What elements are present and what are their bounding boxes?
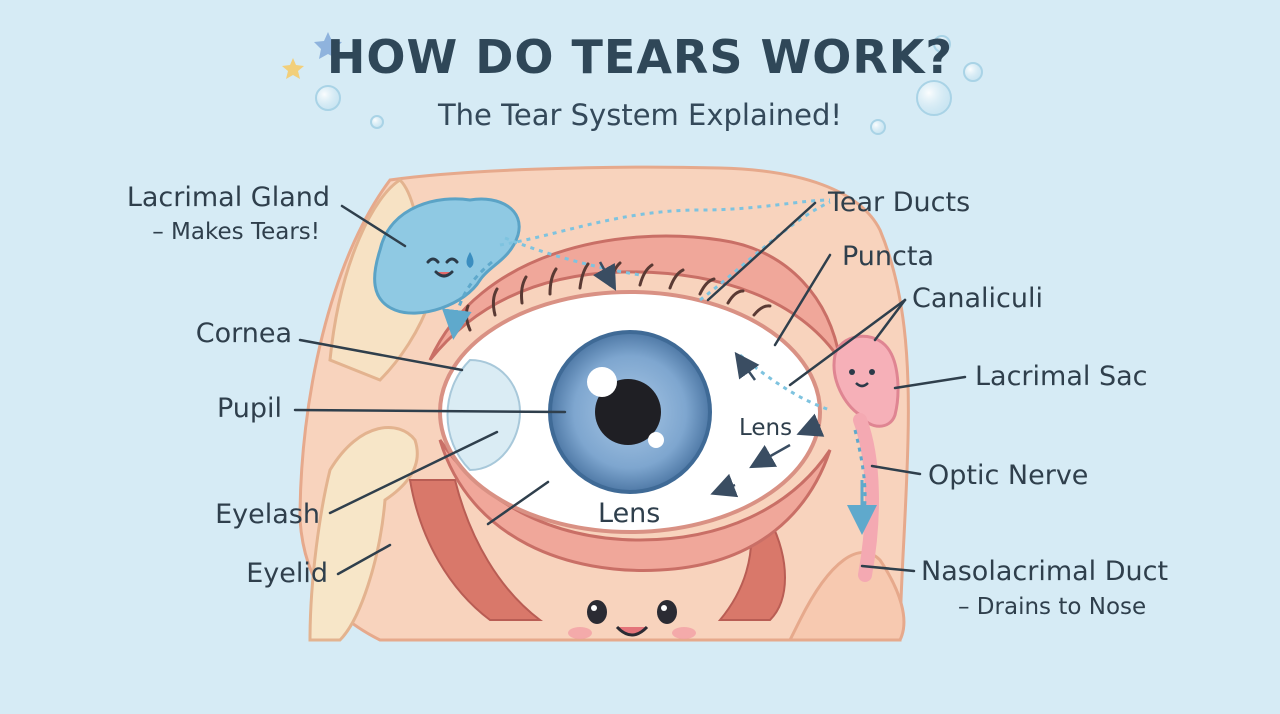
label-optic-nerve: Optic Nerve — [928, 460, 1088, 492]
label-nasolacrimal-duct-note: – Drains to Nose — [958, 591, 1146, 623]
label-lens-inner: Lens — [739, 412, 792, 444]
label-lacrimal-sac: Lacrimal Sac — [975, 361, 1148, 393]
label-lacrimal-gland: Lacrimal Gland — [100, 182, 330, 214]
eye-highlight — [648, 432, 664, 448]
page-title: HOW DO TEARS WORK? — [0, 30, 1280, 84]
label-tear-ducts: Tear Ducts — [828, 187, 970, 219]
label-cornea: Cornea — [150, 318, 292, 350]
label-eyelid: Eyelid — [150, 558, 328, 590]
label-eyelash: Eyelash — [150, 499, 320, 531]
label-canaliculi: Canaliculi — [912, 283, 1043, 315]
label-pupil: Pupil — [150, 393, 282, 425]
label-lacrimal-gland-note: – Makes Tears! — [100, 216, 320, 248]
page-subtitle: The Tear System Explained! — [0, 98, 1280, 132]
label-lens-bottom: Lens — [598, 498, 660, 530]
label-puncta: Puncta — [842, 241, 934, 273]
eye-highlight — [587, 367, 617, 397]
label-nasolacrimal-duct: Nasolacrimal Duct — [921, 556, 1168, 588]
